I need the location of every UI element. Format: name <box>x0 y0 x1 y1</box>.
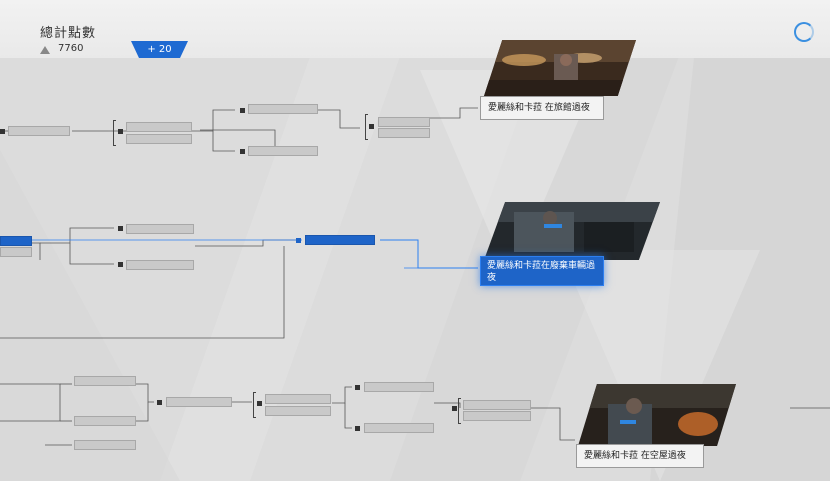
speech-bubble-icon <box>240 108 245 113</box>
ending-thumbnail-car <box>484 202 660 260</box>
triangle-up-icon <box>40 46 50 54</box>
flowchart-node[interactable] <box>126 122 192 132</box>
flowchart-node[interactable] <box>378 117 430 127</box>
speech-bubble-icon <box>355 426 360 431</box>
points-gain-badge: + 20 <box>131 41 188 58</box>
ending-node[interactable]: 愛麗絲和卡菈 在旅館過夜 <box>480 96 604 120</box>
ending-thumbnail-house <box>578 384 736 446</box>
loading-ring-icon <box>794 22 814 42</box>
speech-bubble-icon <box>296 238 301 243</box>
speech-bubble-icon <box>0 129 5 134</box>
flowchart-node[interactable] <box>74 376 136 386</box>
flowchart-node[interactable] <box>265 406 331 416</box>
flowchart-node[interactable] <box>8 126 70 136</box>
flowchart-node-selected[interactable] <box>305 235 375 245</box>
flowchart-node[interactable] <box>248 146 318 156</box>
score-value: 7760 <box>58 43 84 54</box>
speech-bubble-icon <box>118 262 123 267</box>
flowchart-node[interactable] <box>126 260 194 270</box>
speech-bubble-icon <box>355 385 360 390</box>
speech-bubble-icon <box>240 149 245 154</box>
flowchart-node[interactable] <box>463 400 531 410</box>
flowchart-node[interactable] <box>126 134 192 144</box>
total-points-title: 總計點數 <box>40 26 97 41</box>
flowchart-node[interactable] <box>248 104 318 114</box>
flowchart-node[interactable] <box>265 394 331 404</box>
ending-node-selected[interactable]: 愛麗絲和卡菈在廢棄車輛過夜 <box>480 256 604 286</box>
flowchart-node[interactable] <box>378 128 430 138</box>
choice-bracket <box>253 392 256 418</box>
ending-thumbnail-motel <box>484 40 636 96</box>
flowchart-node[interactable] <box>74 440 136 450</box>
flowchart-node[interactable] <box>463 411 531 421</box>
choice-bracket <box>458 398 461 424</box>
ending-node[interactable]: 愛麗絲和卡菈 在空屋過夜 <box>576 444 704 468</box>
flowchart-node[interactable] <box>74 416 136 426</box>
flowchart-node[interactable] <box>126 224 194 234</box>
speech-bubble-icon <box>157 400 162 405</box>
speech-bubble-icon <box>118 226 123 231</box>
choice-bracket <box>113 120 116 146</box>
speech-bubble-icon <box>452 406 457 411</box>
flowchart-node[interactable] <box>0 247 32 257</box>
speech-bubble-icon <box>118 129 123 134</box>
flowchart-node[interactable] <box>364 423 434 433</box>
flowchart-node[interactable] <box>166 397 232 407</box>
speech-bubble-icon <box>257 401 262 406</box>
choice-bracket <box>365 114 368 140</box>
flowchart-node-selected[interactable] <box>0 236 32 246</box>
speech-bubble-icon <box>369 124 374 129</box>
flowchart-node[interactable] <box>364 382 434 392</box>
header-bar <box>0 0 830 58</box>
